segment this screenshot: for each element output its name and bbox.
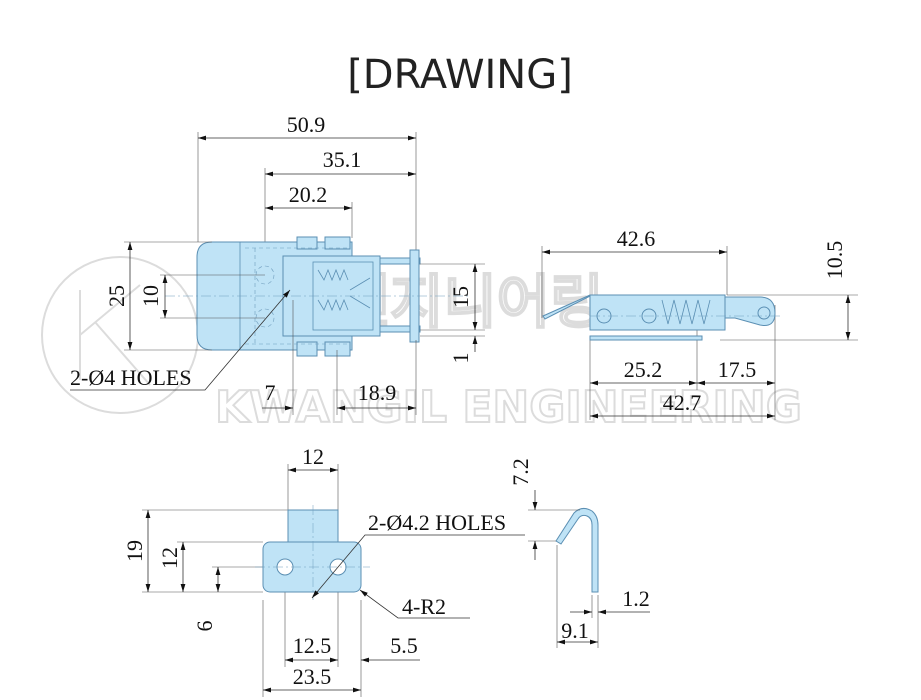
dim-catch-hook-height: 7.2: [508, 458, 533, 486]
dim-len-right: 17.5: [718, 357, 757, 382]
dim-offset-2: 18.9: [358, 380, 397, 405]
dim-catch-depth: 9.1: [561, 618, 589, 643]
dim-side-height: 10.5: [822, 241, 847, 280]
catch-front-view: 12 19 12 6 2-Ø4.2 HOLES 4-R2 12.5 5.5 23…: [122, 444, 525, 697]
page-title: [DRAWING]: [347, 52, 573, 98]
catch-holes-note: 2-Ø4.2 HOLES: [368, 510, 506, 535]
catch-hook-profile: [555, 507, 599, 593]
dim-width-2: 35.1: [323, 147, 362, 172]
radius-note: 4-R2: [402, 594, 446, 619]
dim-overall-length: 42.7: [663, 390, 702, 415]
dim-hook-thickness: 1: [448, 353, 473, 364]
top-view: 50.9 35.1 20.2 25 10 15 1: [70, 112, 485, 415]
dim-plate-width: 23.5: [293, 664, 332, 689]
dim-len-left: 25.2: [624, 357, 663, 382]
dim-plate-height: 12: [157, 547, 182, 569]
dim-catch-height: 19: [122, 540, 147, 562]
dim-tab-width: 12: [302, 444, 324, 469]
dim-top-length: 42.6: [617, 226, 656, 251]
dim-overall-width: 50.9: [287, 112, 326, 137]
dim-catch-hole-spacing: 12.5: [293, 633, 332, 658]
holes-note: 2-Ø4 HOLES: [70, 365, 192, 390]
dim-hole-spacing: 10: [138, 285, 163, 307]
side-view: 42.6 10.5 25.2 17.5 42.7: [541, 226, 858, 420]
dim-height-overall: 25: [104, 285, 129, 307]
catch-side-view: 7.2 1.2 9.1: [508, 458, 650, 648]
dim-offset-1: 7: [265, 380, 276, 405]
dim-catch-thickness: 1.2: [622, 586, 650, 611]
spring: [317, 268, 371, 312]
watermark-brand: KWANGIL ENGINEERING: [215, 382, 802, 433]
dim-width-3: 20.2: [289, 182, 328, 207]
dim-edge-offset: 5.5: [390, 633, 418, 658]
dim-hook-height: 15: [448, 286, 473, 308]
dim-hole-height: 6: [192, 621, 217, 632]
